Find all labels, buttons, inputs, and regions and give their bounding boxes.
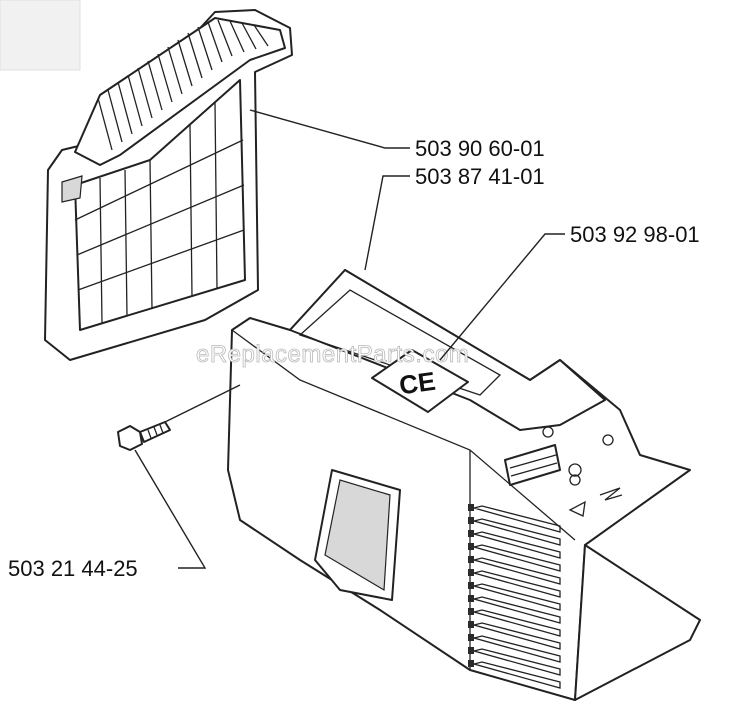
vent-slot-end [468, 530, 474, 537]
cooling-vents [468, 504, 561, 689]
vent-slot [471, 505, 561, 533]
ce-decal: CE [371, 349, 469, 413]
stop-symbol [568, 463, 582, 486]
vent-slot [471, 544, 561, 572]
vent-slot [471, 635, 561, 663]
vent-slot [471, 648, 561, 676]
vent-slot [471, 557, 561, 585]
vent-slot-end [468, 569, 474, 576]
vent-slot-end [468, 517, 474, 524]
cylinder-cover [227, 269, 701, 701]
leader-lines [134, 109, 565, 569]
part-label-ce-decal: 503 92 98-01 [570, 222, 700, 247]
vent-slot-end [468, 608, 474, 615]
vent-slot-end [468, 504, 474, 511]
part-label-air-filter: 503 90 60-01 [415, 136, 545, 161]
screw [117, 421, 171, 451]
watermark: eReplacementParts.com [196, 341, 469, 368]
vent-slot [471, 596, 561, 624]
vent-slot [471, 570, 561, 598]
vent-slot-end [468, 543, 474, 550]
ce-mark: CE [397, 366, 437, 401]
vent-slot [471, 609, 561, 637]
arrow-symbol [568, 500, 586, 517]
vent-slot-end [468, 647, 474, 654]
vent-slot [471, 518, 561, 546]
vent-slot-end [468, 582, 474, 589]
vent-slot-end [468, 634, 474, 641]
choke-symbol [599, 487, 623, 501]
vent-slot [471, 531, 561, 559]
vent-slot-end [468, 595, 474, 602]
vent-slot [471, 622, 561, 650]
air-filter [44, 9, 293, 361]
vent-slot [471, 583, 561, 611]
vent-slot-end [468, 621, 474, 628]
vent-slot-end [468, 660, 474, 667]
part-label-screw: 503 21 44-25 [8, 556, 138, 581]
part-label-cylinder-cover: 503 87 41-01 [415, 164, 545, 189]
vent-slot-end [468, 556, 474, 563]
scan-noise-corner [0, 0, 81, 71]
vent-slot [471, 661, 561, 689]
